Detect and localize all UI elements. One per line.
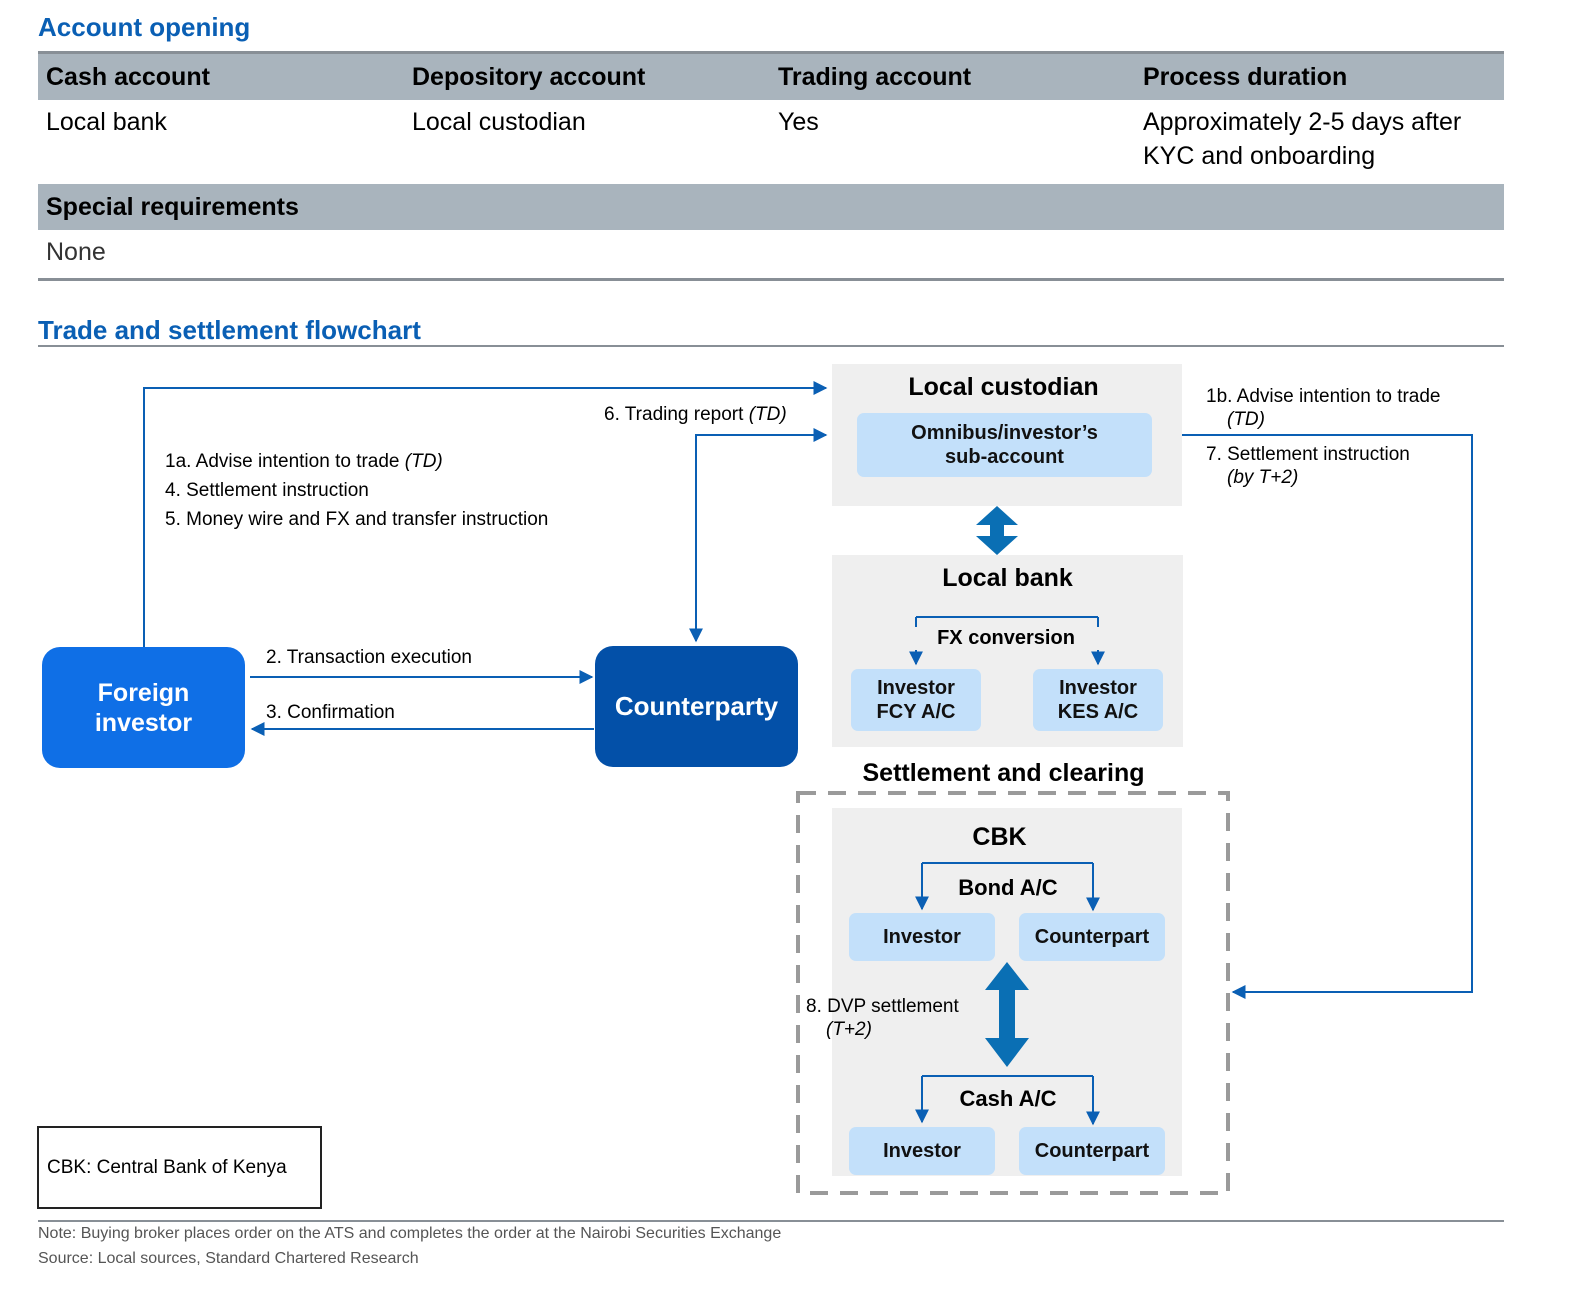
settlement-clearing-title: Settlement and clearing xyxy=(832,759,1175,788)
value-trading-account: Yes xyxy=(778,108,819,136)
investor-kes-box: Investor KES A/C xyxy=(1033,669,1163,731)
header-special-requirements: Special requirements xyxy=(46,193,299,221)
table-bottom-rule xyxy=(38,278,1504,281)
arrow-investor-to-custodian xyxy=(143,381,828,647)
flowchart-title-rule xyxy=(38,345,1504,347)
value-process-duration: Approximately 2-5 days after KYC and onb… xyxy=(1143,105,1461,173)
header-top-rule xyxy=(38,51,1504,54)
local-bank-title: Local bank xyxy=(942,564,1073,592)
header-depository-account: Depository account xyxy=(412,63,646,91)
step-6-td: (TD) xyxy=(748,404,787,425)
header-trading-account: Trading account xyxy=(778,63,972,91)
label-step-2: 2. Transaction execution xyxy=(266,647,472,668)
label-step-1a: 1a. Advise intention to trade (TD) xyxy=(165,447,443,476)
cash-investor-label: Investor xyxy=(883,1140,961,1162)
flowchart-title: Trade and settlement flowchart xyxy=(38,315,421,345)
step-1a-text: 1a. Advise intention to trade xyxy=(165,451,400,472)
investor-kes-line1: Investor xyxy=(1059,677,1137,699)
investor-fcy-line2: FCY A/C xyxy=(876,701,956,723)
dvp-double-arrow xyxy=(985,962,1029,1067)
step-1b-td: (TD) xyxy=(1227,409,1265,430)
bond-investor-label: Investor xyxy=(883,926,961,948)
header-cash-account: Cash account xyxy=(46,63,210,91)
arrow-custodian-to-settlement xyxy=(1182,434,1473,999)
cbk-title: CBK xyxy=(972,823,1027,851)
cash-counterpart-box: Counterpart xyxy=(1019,1127,1165,1175)
value-depository-account: Local custodian xyxy=(412,108,586,136)
cash-ac-label: Cash A/C xyxy=(940,1086,1076,1112)
value-special-requirements: None xyxy=(46,238,106,266)
step-1a-td: (TD) xyxy=(404,451,443,472)
omnibus-sub-account-box: Omnibus/investor’s sub-account xyxy=(857,413,1152,477)
step-7-by-t2: (by T+2) xyxy=(1227,467,1299,488)
fx-conversion-label: FX conversion xyxy=(900,627,1112,650)
header-process-duration: Process duration xyxy=(1143,63,1348,91)
label-step-7-by: (by T+2) xyxy=(1227,463,1298,492)
bond-counterpart-box: Counterpart xyxy=(1019,913,1165,961)
label-step-8: 8. DVP settlement xyxy=(806,996,959,1017)
label-step-8-t2: (T+2) xyxy=(826,1015,872,1044)
duration-line-2: KYC and onboarding xyxy=(1143,142,1376,170)
settlement-dashed-frame xyxy=(796,791,1230,1195)
investor-fcy-box: Investor FCY A/C xyxy=(851,669,981,731)
counterparty-label: Counterparty xyxy=(614,691,779,721)
counterparty-box: Counterparty xyxy=(595,646,798,767)
bond-ac-label: Bond A/C xyxy=(940,875,1076,901)
custodian-bank-double-arrow xyxy=(976,506,1018,555)
footer-source: Source: Local sources, Standard Chartere… xyxy=(38,1250,419,1267)
label-step-7: 7. Settlement instruction xyxy=(1206,444,1410,465)
footer-note: Note: Buying broker places order on the … xyxy=(38,1225,782,1242)
special-requirements-header: Special requirements xyxy=(38,184,1504,230)
legend-text: CBK: Central Bank of Kenya xyxy=(47,1156,287,1178)
foreign-investor-box: Foreign investor xyxy=(42,647,245,768)
local-custodian-title: Local custodian xyxy=(908,373,1099,401)
footer-rule xyxy=(38,1220,1504,1222)
arrow-counterparty-custodian xyxy=(689,428,828,643)
bond-investor-box: Investor xyxy=(849,913,995,961)
legend-box: CBK: Central Bank of Kenya xyxy=(37,1126,322,1209)
label-step-3: 3. Confirmation xyxy=(266,702,395,723)
step-8-t2: (T+2) xyxy=(826,1019,872,1040)
cash-investor-box: Investor xyxy=(849,1127,995,1175)
omnibus-sub-account-label: Omnibus/investor’s sub-account xyxy=(911,422,1098,468)
label-step-5: 5. Money wire and FX and transfer instru… xyxy=(165,509,549,530)
label-step-4: 4. Settlement instruction xyxy=(165,480,369,501)
label-step-1b: 1b. Advise intention to trade xyxy=(1206,386,1441,407)
duration-line-1: Approximately 2-5 days after xyxy=(1143,108,1462,136)
bond-counterpart-label: Counterpart xyxy=(1034,926,1150,948)
foreign-investor-label: Foreign investor xyxy=(94,678,193,737)
cash-counterpart-label: Counterpart xyxy=(1034,1140,1150,1162)
value-cash-account: Local bank xyxy=(46,108,167,136)
step-6-text: 6. Trading report xyxy=(604,404,744,425)
account-opening-title: Account opening xyxy=(38,12,251,42)
label-step-6: 6. Trading report (TD) xyxy=(604,400,787,429)
table-header-row: Cash account Depository account Trading … xyxy=(38,54,1504,100)
label-step-1b-td: (TD) xyxy=(1227,405,1265,434)
investor-kes-line2: KES A/C xyxy=(1057,701,1139,723)
investor-fcy-line1: Investor xyxy=(877,677,955,699)
